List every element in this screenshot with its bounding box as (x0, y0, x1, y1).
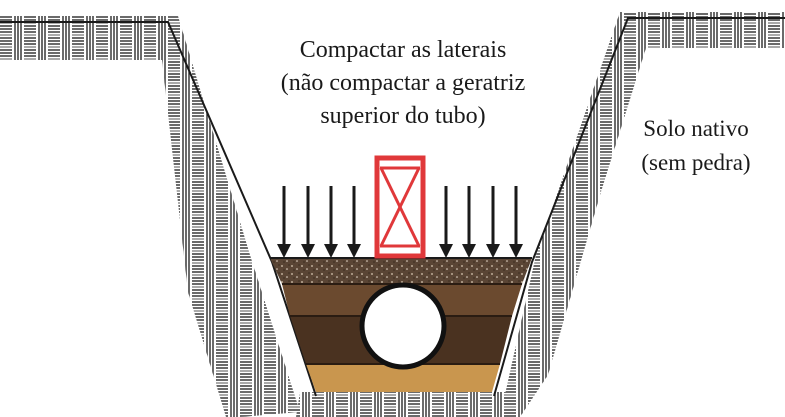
compaction-caption-line-1: Compactar as laterais (299, 37, 507, 63)
trench-wall-right (493, 17, 785, 397)
compaction-caption-line-2: (não compactar a geratriz (280, 70, 526, 96)
native-soil-caption-line-1: Solo nativo (643, 116, 749, 141)
compaction-arrows-right (439, 186, 523, 258)
down-arrow-icon (347, 186, 361, 258)
down-arrow-icon (462, 186, 476, 258)
compaction-caption: Compactar as laterais (não compactar a g… (238, 34, 568, 133)
pipe-icon (359, 282, 447, 370)
down-arrow-icon (277, 186, 291, 258)
soil-bottom (296, 392, 520, 417)
native-soil-caption: Solo nativo (sem pedra) (606, 112, 785, 180)
sand-base-layer (306, 364, 500, 392)
native-soil-caption-line-2: (sem pedra) (641, 150, 751, 175)
trench-wall-left (0, 21, 317, 397)
soil-right-bank (500, 12, 785, 417)
soil-left-bank (0, 16, 300, 417)
down-arrow-icon (509, 186, 523, 258)
down-arrow-icon (301, 186, 315, 258)
compactor-icon (374, 155, 426, 259)
compaction-caption-line-3: superior do tubo) (320, 103, 486, 129)
down-arrow-icon (324, 186, 338, 258)
native-soil (0, 12, 785, 417)
compaction-arrows-left (277, 186, 361, 258)
bedding-top-layer (270, 258, 532, 284)
down-arrow-icon (439, 186, 453, 258)
down-arrow-icon (486, 186, 500, 258)
